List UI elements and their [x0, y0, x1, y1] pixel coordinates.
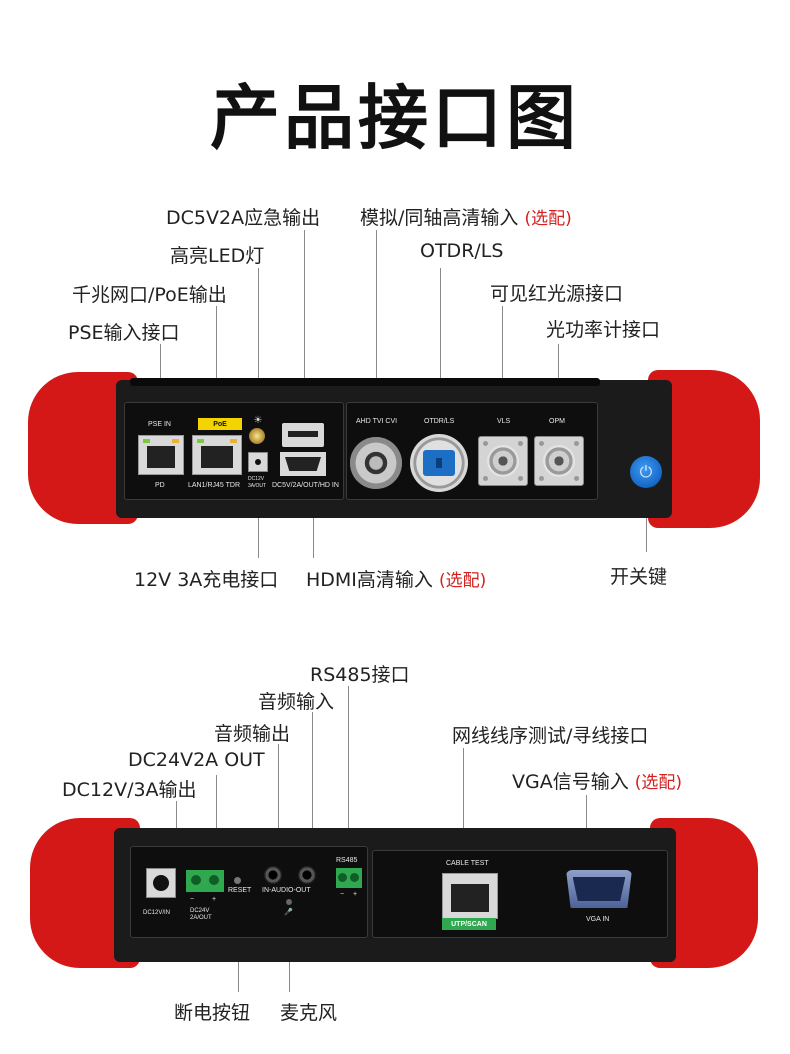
label-gigabit-poe: 千兆网口/PoE输出 [72, 284, 227, 306]
reset-button[interactable] [234, 877, 241, 884]
pd-mark: PD [155, 482, 165, 489]
port-led [230, 439, 237, 443]
power-button[interactable]: ⏻ [630, 456, 662, 488]
leader-line [278, 744, 279, 862]
leader-line [258, 268, 259, 420]
label-power-off: 断电按钮 [174, 1002, 251, 1024]
dc12v-charge-port[interactable] [248, 452, 268, 472]
label-audio-in: 音频输入 [258, 691, 335, 713]
vga-input-port[interactable] [566, 870, 632, 908]
pse-in-mark: PSE IN [148, 421, 171, 428]
dc24v-mark: DC24V [190, 908, 210, 914]
port-led [172, 439, 179, 443]
hdmi-text: HDMI高清输入 [306, 569, 433, 591]
lan1-rj45-port[interactable] [192, 435, 242, 475]
label-pse-input: PSE输入接口 [68, 322, 180, 344]
leader-line [304, 230, 305, 402]
otdr-mark: OTDR/LS [424, 418, 455, 425]
vls-fc-port[interactable] [478, 436, 528, 486]
led-bulb-icon: ☀ [253, 415, 263, 426]
port-led [143, 439, 150, 443]
leader-line [313, 490, 314, 558]
dc24v-out-mark: 2A/OUT [190, 915, 212, 921]
rs485-mark: RS485 [336, 857, 358, 864]
dc12v-mark: DC12V [248, 476, 265, 482]
label-rs485: RS485接口 [310, 664, 410, 686]
rs485-minus: − [340, 891, 345, 898]
power-icon: ⏻ [639, 462, 653, 481]
label-otdr-ls: OTDR/LS [420, 240, 504, 262]
label-led-light: 高亮LED灯 [170, 245, 265, 267]
led-lamp [249, 428, 265, 444]
label-dc12v-out: DC12V/3A输出 [62, 779, 197, 801]
label-opm-port: 光功率计接口 [546, 319, 661, 341]
cable-test-mark: CABLE TEST [446, 860, 489, 867]
dc12v-in-mark: DC12V/IN [143, 910, 171, 916]
opm-mark: OPM [549, 418, 565, 425]
audio-in-jack[interactable] [298, 866, 316, 884]
mic-icon: 🎤 [284, 909, 293, 916]
label-power-key: 开关键 [610, 566, 668, 588]
analog-hd-text: 模拟/同轴高清输入 [360, 207, 519, 229]
microphone-hole [286, 899, 292, 905]
vga-in-mark: VGA IN [586, 916, 610, 923]
dc24v-minus: − [190, 896, 195, 903]
port-led [197, 439, 204, 443]
vga-text: VGA信号输入 [512, 771, 629, 793]
bnc-analog-port[interactable] [350, 437, 402, 489]
audio-mark: IN-AUDIO-OUT [262, 887, 311, 894]
label-charge-port: 12V 3A充电接口 [134, 569, 279, 591]
utp-scan-strip: UTP/SCAN [442, 918, 496, 930]
rs485-plus: + [353, 891, 358, 898]
top-ridge [130, 378, 600, 386]
leader-line [216, 775, 217, 863]
poe-mark: PoE [213, 420, 227, 428]
leader-line [258, 490, 259, 558]
leader-line [312, 712, 313, 862]
opm-fc-port[interactable] [534, 436, 584, 486]
label-analog-hd-input: 模拟/同轴高清输入 (选配) [360, 203, 572, 230]
reset-mark: RESET [228, 887, 252, 894]
hdmi-port[interactable] [280, 452, 326, 476]
leader-line [376, 230, 377, 420]
cable-test-rj45-port[interactable] [442, 873, 498, 919]
label-microphone: 麦克风 [280, 1002, 338, 1024]
leader-line [348, 686, 349, 858]
label-vls-port: 可见红光源接口 [490, 283, 624, 305]
poe-flag: PoE [198, 418, 242, 430]
leader-line [463, 748, 464, 872]
dc24v-plus: + [212, 896, 217, 903]
dc12v-output-port[interactable] [146, 868, 176, 898]
lan-mark: LAN1/RJ45 TDR [188, 482, 241, 489]
label-hdmi-input: HDMI高清输入 (选配) [306, 565, 486, 592]
leader-line [440, 268, 441, 418]
rs485-terminal[interactable] [336, 868, 362, 888]
utp-scan-mark: UTP/SCAN [451, 920, 487, 928]
audio-out-jack[interactable] [264, 866, 282, 884]
label-vga-input: VGA信号输入 (选配) [512, 767, 682, 794]
vga-option: (选配) [634, 773, 683, 793]
leader-line [502, 306, 503, 418]
page-title: 产品接口图 [210, 77, 580, 159]
vls-mark: VLS [497, 418, 511, 425]
dc5v-hdmi-mark: DC5V/2A/OUT/HD IN [272, 482, 339, 489]
dc24v-terminal[interactable] [186, 870, 224, 892]
label-cable-tracer: 网线线序测试/寻线接口 [452, 725, 649, 747]
pse-in-rj45-port[interactable] [138, 435, 184, 475]
hdmi-option: (选配) [438, 571, 487, 591]
leader-line [646, 490, 647, 552]
ahd-mark: AHD TVI CVI [356, 418, 398, 425]
analog-hd-option: (选配) [524, 209, 572, 229]
label-dc5v2a-output: DC5V2A应急输出 [166, 207, 321, 229]
label-dc24v: DC24V2A OUT [128, 749, 265, 771]
label-audio-out: 音频输出 [214, 723, 291, 745]
usb-port[interactable] [282, 423, 324, 447]
dc12v-in-mark: 3A/OUT [248, 483, 267, 489]
otdr-sc-port[interactable] [410, 434, 468, 492]
leader-line [216, 306, 217, 418]
